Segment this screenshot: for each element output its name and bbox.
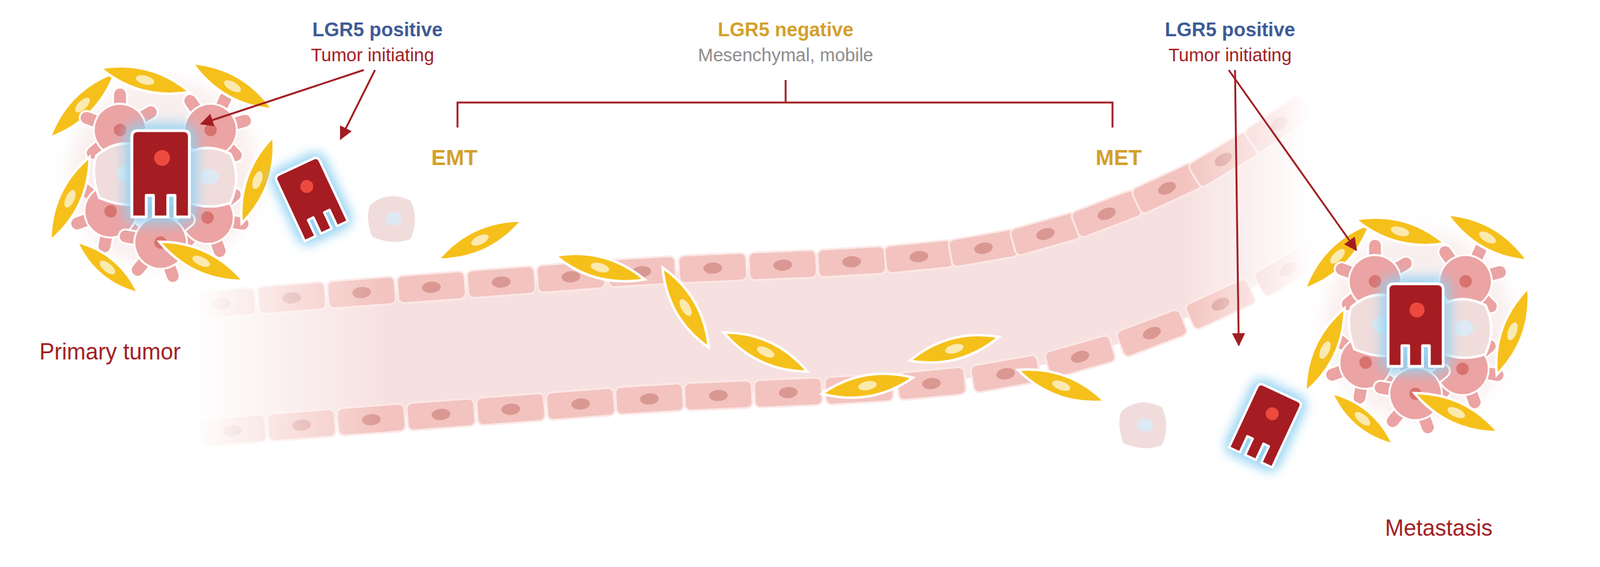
process-label: MET: [1095, 145, 1142, 170]
process-label: EMT: [431, 145, 478, 170]
endothelial-cell: [1070, 188, 1144, 239]
endothelial-cell: [816, 246, 886, 278]
endothelial-cell: [546, 387, 616, 420]
mesenchymal-cell: [1410, 383, 1504, 442]
endothelial-cell: [753, 377, 823, 409]
endothelial-cell: [883, 239, 954, 274]
endothelial-cell: [948, 228, 1020, 268]
mesenchymal-cell: [1295, 303, 1354, 397]
endothelial-cell: [326, 276, 397, 309]
endothelial-cell: [116, 293, 187, 327]
mesenchymal-cell: [552, 245, 648, 290]
mesenchymal-cell: [1325, 385, 1399, 452]
bracket: [457, 80, 1113, 128]
endothelial-cell: [58, 426, 129, 461]
mesenchymal-cell: [186, 53, 278, 119]
mesenchymal-cell: [70, 234, 144, 300]
mesenchymal-cell: [719, 322, 813, 381]
lgr5-positive-cell: [125, 123, 197, 225]
site-label: Primary tumor: [39, 339, 181, 365]
leader-arrow: [340, 70, 375, 139]
mesenchymal-cell: [653, 261, 718, 353]
endothelial-cell: [1115, 308, 1189, 358]
cell-property: Tumor initiating: [310, 45, 434, 66]
leader-arrow: [1228, 70, 1357, 250]
tumor-halo: [1325, 231, 1513, 419]
cell-property: Tumor initiating: [1168, 45, 1292, 66]
leader-lines: [201, 70, 1357, 345]
leader-arrow: [201, 70, 364, 124]
mesenchymal-cell: [1441, 205, 1533, 270]
mesenchymal-cell: [97, 57, 193, 102]
marker-heading: LGR5 positive: [312, 19, 443, 41]
endothelial-cell: [128, 420, 199, 454]
mesenchymal-cell: [906, 326, 1002, 371]
endothelial-cell: [197, 413, 267, 447]
endothelial-cell: [1009, 211, 1082, 257]
tumor-halo: [70, 80, 258, 268]
lgr5-positive-cell: [1381, 276, 1450, 374]
endothelial-cell: [476, 393, 546, 426]
endothelial-cell: [615, 383, 684, 415]
leader-arrow: [1235, 70, 1239, 345]
endothelial-cell: [748, 250, 817, 281]
endothelial-cell: [466, 265, 536, 299]
endothelial-cell: [186, 286, 257, 320]
marker-heading: LGR5 positive: [1165, 19, 1295, 41]
cell-layer: [40, 53, 1539, 475]
epithelial-cell: [366, 195, 417, 244]
endothelial-cell: [46, 299, 117, 334]
endothelial-cell: [336, 403, 406, 436]
endothelial-cell: [406, 398, 476, 431]
lgr5-positive-cell: [1221, 375, 1310, 476]
mesenchymal-cell: [820, 366, 915, 404]
mesenchymal-cell: [433, 210, 527, 269]
mesenchymal-cell: [40, 152, 99, 246]
mesenchymal-cell: [155, 231, 249, 290]
mesenchymal-cell: [1486, 284, 1539, 379]
endothelial-cell: [396, 271, 467, 304]
endothelial-cell: [256, 281, 327, 314]
endothelial-cell: [1183, 277, 1257, 331]
site-label: Metastasis: [1385, 515, 1493, 541]
mesenchymal-cell: [1014, 360, 1109, 412]
cell-property: Mesenchymal, mobile: [698, 45, 874, 66]
endothelial-cell: [678, 252, 747, 284]
endothelial-cell: [266, 408, 337, 442]
endothelial-cell: [896, 366, 967, 400]
endothelial-cell: [1243, 93, 1315, 154]
epithelial-cell: [1118, 401, 1168, 450]
mesenchymal-cell: [1352, 208, 1448, 254]
marker-heading: LGR5 negative: [717, 19, 854, 41]
lgr5-positive-cell: [266, 148, 356, 250]
endothelial-cell: [683, 380, 753, 411]
